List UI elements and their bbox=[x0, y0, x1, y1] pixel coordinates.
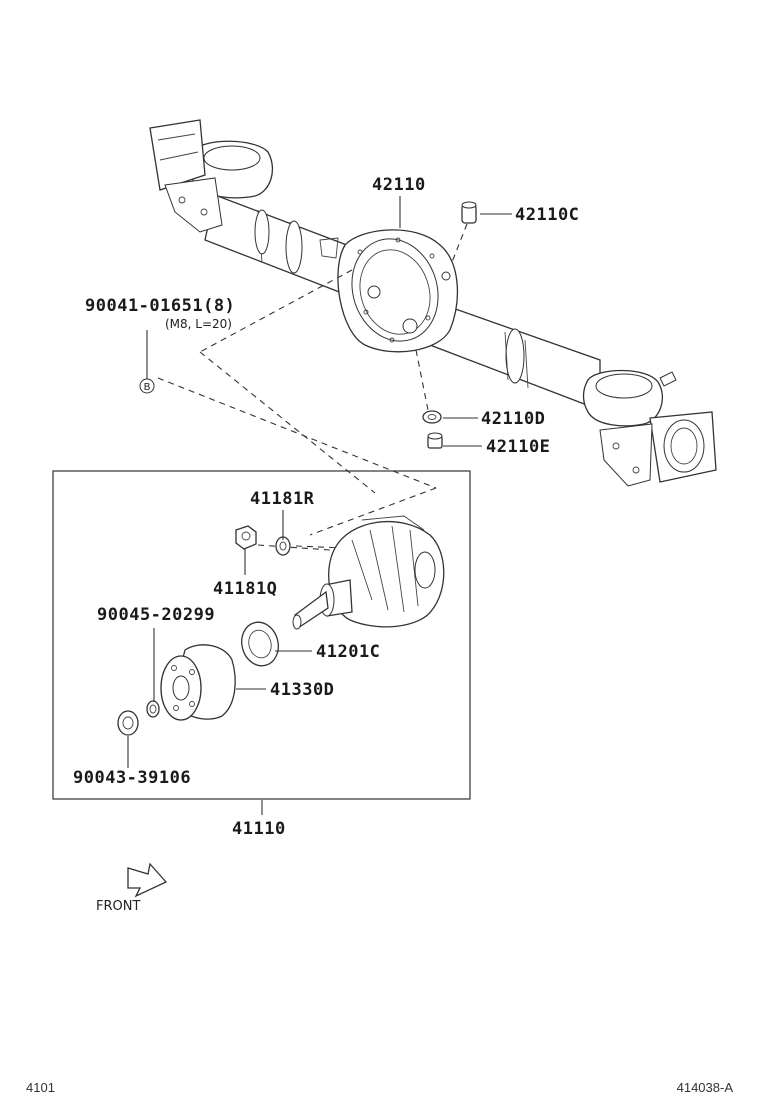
part-label-42110C[interactable]: 42110C bbox=[515, 205, 579, 225]
figure-code: 414038-A bbox=[677, 1080, 734, 1095]
part-label-42110D[interactable]: 42110D bbox=[481, 409, 545, 429]
part-label-42110[interactable]: 42110 bbox=[372, 175, 426, 195]
part-label-41330D[interactable]: 41330D bbox=[270, 680, 334, 700]
companion-flange-41330D-drawing bbox=[160, 644, 236, 721]
leader-lines bbox=[127, 196, 512, 815]
part-label-41201C[interactable]: 41201C bbox=[316, 642, 380, 662]
part-label-42110E[interactable]: 42110E bbox=[486, 437, 550, 457]
part-label-41110[interactable]: 41110 bbox=[232, 819, 286, 839]
axle-housing-drawing bbox=[149, 119, 717, 487]
part-label-90041[interactable]: 90041-01651(8) bbox=[85, 296, 235, 316]
page-code: 4101 bbox=[26, 1080, 55, 1095]
washer-90045-drawing bbox=[146, 700, 160, 718]
oil-seal-41201C-drawing bbox=[241, 621, 279, 667]
nut-90043-drawing bbox=[117, 710, 139, 736]
front-direction-label: FRONT bbox=[96, 899, 140, 914]
bolt-marker: B bbox=[139, 378, 155, 394]
washer-41181R-drawing bbox=[275, 536, 291, 556]
carrier-assembly-box bbox=[52, 470, 471, 800]
front-direction-arrow-icon bbox=[127, 862, 168, 898]
assembly-guide-lines bbox=[157, 269, 437, 551]
part-label-90043[interactable]: 90043-39106 bbox=[73, 768, 191, 788]
differential-carrier-drawing bbox=[292, 515, 445, 630]
bolt-spec-label: (M8, L=20) bbox=[165, 317, 232, 331]
breather-plug-drawing bbox=[451, 201, 477, 263]
bolt-marker-letter: B bbox=[144, 382, 151, 393]
part-label-41181R[interactable]: 41181R bbox=[250, 489, 315, 509]
part-label-90045[interactable]: 90045-20299 bbox=[97, 605, 215, 625]
nut-41181Q-drawing bbox=[235, 525, 257, 550]
drain-plug-drawing bbox=[415, 349, 443, 449]
part-label-41181Q[interactable]: 41181Q bbox=[213, 579, 277, 599]
